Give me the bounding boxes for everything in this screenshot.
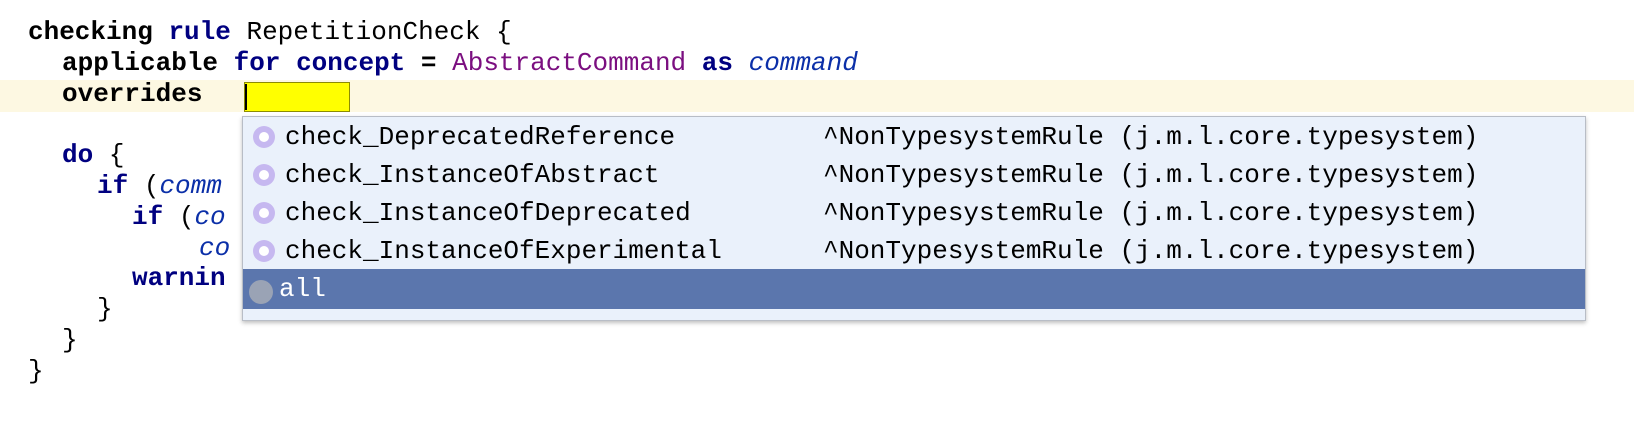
equals-sign: = [420, 48, 437, 78]
code-line-close-do: } [62, 324, 78, 356]
completion-popup[interactable]: check_DeprecatedReference ^NonTypesystem… [242, 116, 1586, 321]
completion-item-type: ^NonTypesystemRule (j.m.l.core.typesyste… [823, 236, 1479, 266]
open-paren: ( [143, 171, 160, 201]
completion-item[interactable]: check_InstanceOfExperimental ^NonTypesys… [243, 231, 1585, 271]
keyword-warning: warnin [132, 263, 226, 293]
rule-icon [253, 126, 275, 148]
concept-reference[interactable]: AbstractCommand [452, 48, 687, 78]
keyword-do: do [62, 140, 94, 170]
rule-icon [253, 164, 275, 186]
condition-expression[interactable]: co [194, 202, 226, 232]
keyword-for: for [233, 48, 281, 78]
condition-expression[interactable]: comm [159, 171, 222, 201]
code-line-close-rule: } [28, 355, 44, 387]
code-line-overrides: overrides [62, 78, 202, 110]
completion-item-type: ^NonTypesystemRule (j.m.l.core.typesyste… [823, 122, 1479, 152]
completion-item[interactable]: check_DeprecatedReference ^NonTypesystem… [243, 117, 1585, 157]
keyword-overrides: overrides [62, 79, 203, 109]
completion-item-selected[interactable]: all [243, 269, 1585, 309]
completion-item[interactable]: check_InstanceOfAbstract ^NonTypesystemR… [243, 155, 1585, 195]
expression[interactable]: co [199, 233, 231, 263]
open-paren: ( [178, 202, 195, 232]
rule-icon [253, 240, 275, 262]
open-brace: { [496, 17, 512, 47]
completion-item-name: check_InstanceOfExperimental [285, 236, 722, 266]
keyword-if: if [97, 171, 129, 201]
code-line-close-inner: } [97, 293, 113, 325]
completion-item-type: ^NonTypesystemRule (j.m.l.core.typesyste… [823, 160, 1479, 190]
keyword-checking: checking [28, 17, 153, 47]
completion-item[interactable]: check_InstanceOfDeprecated ^NonTypesyste… [243, 193, 1585, 233]
code-line-applicable: applicable for concept = AbstractCommand… [62, 47, 858, 79]
overrides-empty-cell[interactable] [244, 82, 350, 112]
rule-icon [253, 202, 275, 224]
completion-item-type: ^NonTypesystemRule (j.m.l.core.typesyste… [823, 198, 1479, 228]
code-line-if-outer: if (comm [97, 170, 222, 202]
close-brace: } [62, 325, 78, 355]
code-line-expression: co [199, 232, 230, 264]
code-line-warning: warnin [132, 262, 226, 294]
constant-icon [249, 280, 273, 304]
code-line-if-inner: if (co [132, 201, 226, 233]
rule-name[interactable]: RepetitionCheck [246, 17, 481, 47]
code-line-do: do { [62, 139, 124, 171]
keyword-if: if [132, 202, 164, 232]
completion-item-name: check_DeprecatedReference [285, 122, 676, 152]
close-brace: } [28, 356, 44, 386]
completion-item-name: all [279, 274, 326, 304]
keyword-concept: concept [296, 48, 406, 78]
code-line-rule-header: checking rule RepetitionCheck { [28, 16, 512, 48]
completion-item-name: check_InstanceOfDeprecated [285, 198, 691, 228]
completion-item-name: check_InstanceOfAbstract [285, 160, 660, 190]
text-caret [245, 84, 247, 110]
keyword-as: as [701, 48, 733, 78]
open-brace: { [108, 140, 125, 170]
keyword-rule: rule [168, 17, 231, 47]
keyword-applicable: applicable [62, 48, 219, 78]
close-brace: } [97, 294, 113, 324]
concept-alias[interactable]: command [748, 48, 858, 78]
